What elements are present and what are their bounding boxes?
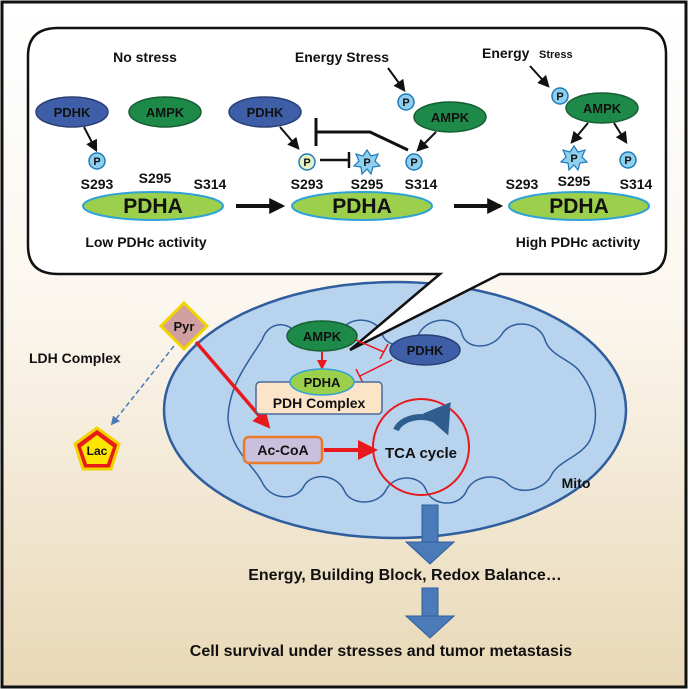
arrow-stress-to-p xyxy=(387,67,406,92)
phospho-p xyxy=(88,152,106,170)
low-activity-label: Low PDHc activity xyxy=(85,234,207,250)
s314-p-3 xyxy=(619,151,637,169)
site-s295: S295 xyxy=(139,170,172,186)
pyruvate-node: Pyr xyxy=(158,300,210,352)
ampk-label: AMPK xyxy=(146,105,185,120)
site-s314-3: S314 xyxy=(620,176,653,192)
state-energy-stress: Energy Stress P AMPK PDHK P P P S293 S29… xyxy=(228,49,487,221)
state-no-stress: No stress PDHK AMPK P S293 S295 S314 PDH… xyxy=(35,49,227,250)
pdha-cell-label: PDHA xyxy=(304,375,341,390)
s295-p-label: P xyxy=(363,157,370,169)
arrow-pdhk-to-p xyxy=(83,126,98,153)
output-arrow-2 xyxy=(404,587,456,639)
pdh-complex-label: PDH Complex xyxy=(273,395,366,411)
lac-label: Lac xyxy=(87,444,108,458)
ampk-p-label: P xyxy=(402,97,409,109)
inhibit-ampk-pdhk xyxy=(355,339,389,360)
site-s295-3: S295 xyxy=(558,173,591,189)
output-arrow-1 xyxy=(404,504,456,565)
acoa-label: Ac-CoA xyxy=(257,442,308,458)
ampk-cell-label: AMPK xyxy=(303,329,342,344)
p-label: P xyxy=(93,156,100,168)
s314-p-label: P xyxy=(410,157,417,169)
inhibit-pdhk-pdha xyxy=(355,359,393,384)
cycle-arrow-icon xyxy=(393,402,451,436)
s295-p-label-3: P xyxy=(570,153,577,165)
site-s293-3: S293 xyxy=(506,176,539,192)
s293-p-faded xyxy=(298,153,316,171)
pdha-node xyxy=(82,191,224,221)
tca-label: TCA cycle xyxy=(385,445,457,462)
ampk-phospho-p xyxy=(397,93,415,111)
mito-label: Mito xyxy=(562,475,591,491)
s295-star-3 xyxy=(559,144,589,172)
pdha-node-3 xyxy=(508,191,650,221)
ampk-phospho-p-3 xyxy=(551,87,569,105)
pdhk-node xyxy=(35,96,109,128)
site-s314-2: S314 xyxy=(405,176,438,192)
ampk-cell-node: AMPK xyxy=(286,320,358,352)
ampk-label-2: AMPK xyxy=(431,110,470,125)
ampk-p-label-3: P xyxy=(556,91,563,103)
ampk-node-3 xyxy=(565,92,639,124)
s295-star xyxy=(352,148,382,176)
pdhk-label: PDHK xyxy=(54,105,91,120)
arrow-ampk-to-s295 xyxy=(570,122,589,144)
mitochondrion: Mito xyxy=(162,280,628,540)
arrow-pdhk-to-s293 xyxy=(279,126,300,150)
ampk-label-3: AMPK xyxy=(583,101,622,116)
s314-p-label-3: P xyxy=(624,155,631,167)
pdha-label: PDHA xyxy=(123,195,183,218)
site-s293: S293 xyxy=(81,176,114,192)
ampk-node-2 xyxy=(413,101,487,133)
site-s295-2: S295 xyxy=(351,176,384,192)
no-stress-label: No stress xyxy=(113,49,177,65)
s293-p-label: P xyxy=(303,157,310,169)
ampk-node xyxy=(128,96,202,128)
pdhk-cell-label: PDHK xyxy=(407,343,444,358)
pdhk-label-2: PDHK xyxy=(247,105,284,120)
s314-p xyxy=(405,153,423,171)
pdhk-cell-node: PDHK xyxy=(389,334,461,366)
state-high-activity: Energy Stress P AMPK P P S293 S295 S314 … xyxy=(482,45,653,250)
arrow-stress-to-p-3 xyxy=(529,65,550,88)
energy-label: Energy xyxy=(482,45,530,61)
lactate-node: Lac xyxy=(73,426,121,471)
tca-cycle: TCA cycle xyxy=(372,398,470,496)
arrow-ampk-to-s314 xyxy=(613,122,628,145)
pdha-label-2: PDHA xyxy=(332,195,392,218)
pdh-complex-box: PDHA PDH Complex xyxy=(255,368,383,415)
pdhk-node-2 xyxy=(228,96,302,128)
ldh-label: LDH Complex xyxy=(29,350,121,366)
stress-label: Stress xyxy=(539,49,573,61)
acoa-node: Ac-CoA xyxy=(242,435,324,465)
outcome-2: Cell survival under stresses and tumor m… xyxy=(190,643,572,660)
site-s314: S314 xyxy=(194,176,227,192)
site-s293-2: S293 xyxy=(291,176,324,192)
outcome-1: Energy, Building Block, Redox Balance… xyxy=(248,567,562,584)
pdha-label-3: PDHA xyxy=(549,195,609,218)
high-activity-label: High PDHc activity xyxy=(516,234,641,250)
energy-stress-label: Energy Stress xyxy=(295,49,389,65)
ldh-arrow xyxy=(110,345,175,426)
arrow-ampk-to-s314 xyxy=(416,131,437,152)
pdha-node-2 xyxy=(291,191,433,221)
pyr-label: Pyr xyxy=(174,319,195,334)
